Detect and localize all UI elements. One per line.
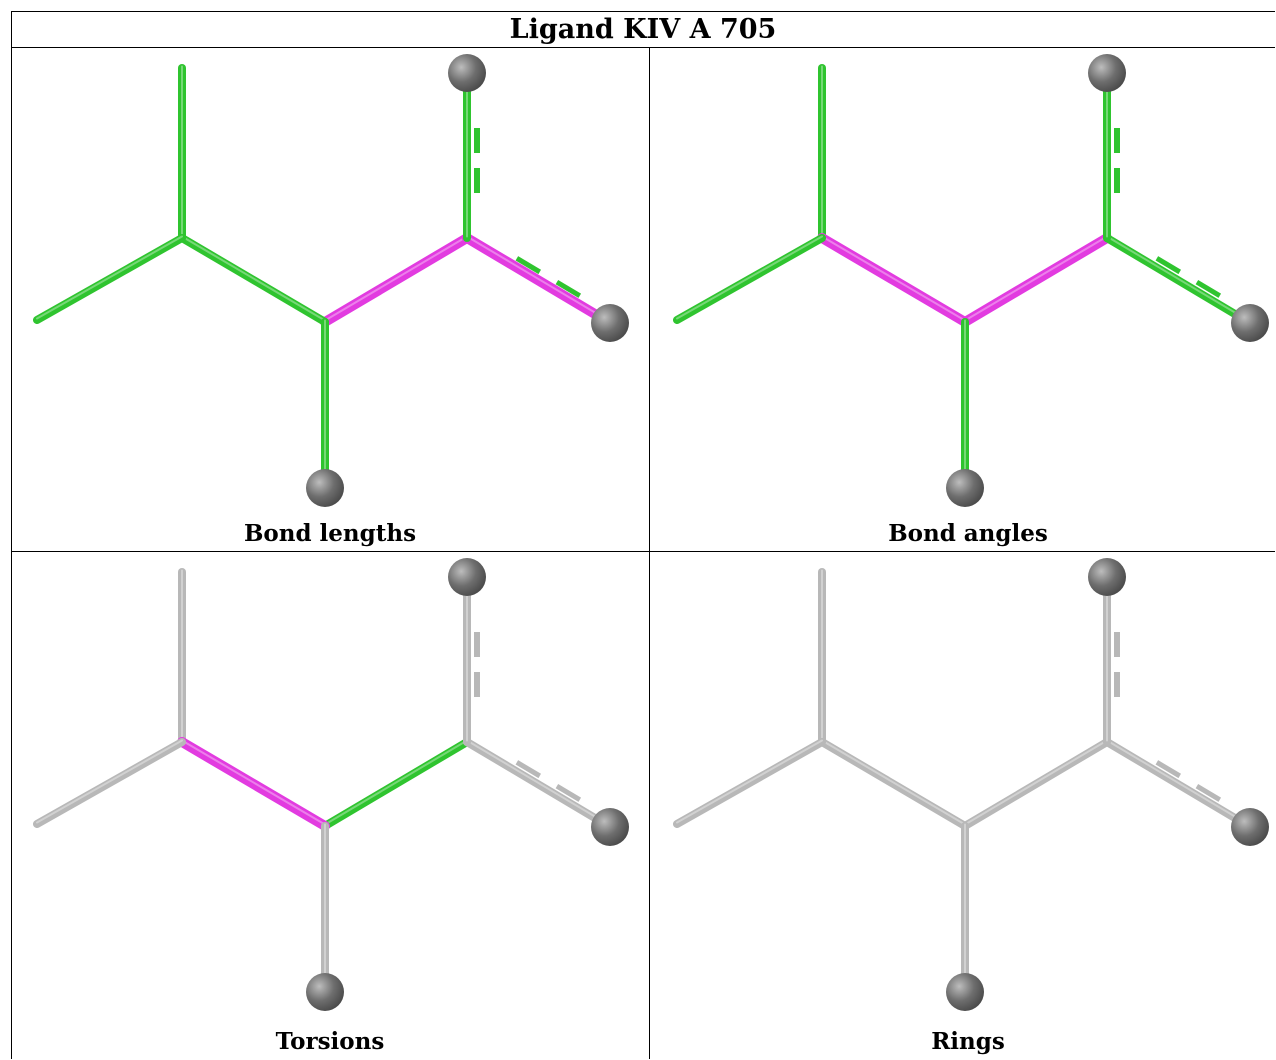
double-bond-dash-top-1 bbox=[474, 672, 480, 697]
bond-branch-alpha-shine bbox=[181, 739, 326, 826]
double-bond-dash-top-0 bbox=[1114, 632, 1120, 657]
double-bond-dash-right-1 bbox=[1195, 279, 1222, 298]
molecule-view bbox=[673, 558, 1269, 1011]
oxygen-atom bbox=[1088, 558, 1126, 596]
panel-bond-angles: Bond angles bbox=[650, 48, 1276, 556]
bond-carboxyl-oxygen-right-shine bbox=[1106, 739, 1251, 827]
molecule-view bbox=[673, 54, 1269, 507]
oxygen-atom bbox=[306, 973, 344, 1011]
bond-carboxyl-oxygen-right-shine bbox=[466, 739, 611, 827]
bond-carboxyl-oxygen-right bbox=[1103, 738, 1254, 831]
bond-carboxyl-oxygen-right-shine bbox=[466, 235, 611, 323]
bond-carboxyl-oxygen-right bbox=[1103, 234, 1254, 327]
double-bond-dash-top-0 bbox=[1114, 128, 1120, 153]
bond-alpha-carboxyl bbox=[320, 233, 472, 327]
double-bond-dash-top-1 bbox=[474, 168, 480, 193]
double-bond-dash-right-1 bbox=[1195, 783, 1222, 802]
frame-center bbox=[649, 47, 650, 1059]
panel-rings: Rings bbox=[650, 552, 1276, 1060]
oxygen-atom bbox=[306, 469, 344, 507]
double-bond-dash-top-1 bbox=[1114, 672, 1120, 697]
bond-branch-alpha-shine bbox=[181, 235, 326, 322]
bond-branch-methyl-left-shine bbox=[676, 235, 823, 320]
bond-alpha-carboxyl-shine bbox=[964, 739, 1108, 826]
bond-branch-methyl-left bbox=[33, 234, 186, 324]
double-bond-dash-right-0 bbox=[515, 760, 542, 779]
bond-branch-alpha bbox=[818, 738, 969, 830]
panel-caption: Bond lengths bbox=[243, 520, 417, 547]
panel-caption: Rings bbox=[931, 1028, 1005, 1055]
bond-branch-alpha bbox=[177, 737, 330, 831]
double-bond-dash-right-0 bbox=[1155, 760, 1182, 779]
oxygen-atom bbox=[1231, 304, 1269, 342]
double-bond-dash-right-1 bbox=[555, 783, 582, 802]
double-bond-dash-right-0 bbox=[515, 256, 542, 275]
bond-carboxyl-oxygen-right bbox=[463, 738, 614, 831]
double-bond-dash-right-0 bbox=[1155, 256, 1182, 275]
oxygen-atom bbox=[1231, 808, 1269, 846]
frame-top bbox=[11, 11, 1275, 12]
page-title: Ligand KIV A 705 bbox=[509, 13, 777, 45]
panel-caption: Bond angles bbox=[888, 520, 1048, 547]
bond-branch-methyl-left-shine bbox=[36, 235, 183, 320]
bond-branch-alpha-shine bbox=[821, 739, 966, 826]
bond-branch-methyl-left bbox=[33, 738, 186, 828]
bond-alpha-carboxyl bbox=[961, 738, 1111, 830]
bond-branch-methyl-left-shine bbox=[36, 739, 183, 824]
double-bond-dash-top-0 bbox=[474, 632, 480, 657]
bond-branch-methyl-left bbox=[673, 738, 826, 828]
bond-branch-methyl-left bbox=[673, 234, 826, 324]
bond-branch-alpha bbox=[178, 234, 329, 326]
bond-alpha-carboxyl-shine bbox=[324, 235, 468, 322]
bond-alpha-carboxyl bbox=[321, 738, 471, 830]
bond-alpha-carboxyl-shine bbox=[324, 739, 468, 826]
panel-torsions: Torsions bbox=[12, 552, 648, 1060]
bond-carboxyl-oxygen-right bbox=[462, 233, 615, 328]
oxygen-atom bbox=[946, 973, 984, 1011]
oxygen-atom bbox=[1088, 54, 1126, 92]
panel-caption: Torsions bbox=[275, 1028, 385, 1055]
oxygen-atom bbox=[591, 304, 629, 342]
oxygen-atom bbox=[448, 558, 486, 596]
frame-middle bbox=[11, 551, 1275, 552]
frame-title-bottom bbox=[11, 47, 1275, 48]
panel-bond-lengths: Bond lengths bbox=[12, 48, 648, 556]
double-bond-dash-top-1 bbox=[1114, 168, 1120, 193]
double-bond-dash-top-0 bbox=[474, 128, 480, 153]
bond-alpha-carboxyl-shine bbox=[964, 235, 1108, 322]
frame-left bbox=[11, 11, 12, 1059]
bond-alpha-carboxyl bbox=[960, 233, 1112, 327]
bond-branch-alpha-shine bbox=[821, 235, 966, 322]
oxygen-atom bbox=[591, 808, 629, 846]
bond-carboxyl-oxygen-right-shine bbox=[1106, 235, 1251, 323]
bond-branch-methyl-left-shine bbox=[676, 739, 823, 824]
molecule-view bbox=[33, 558, 629, 1011]
bond-branch-alpha bbox=[817, 233, 970, 327]
oxygen-atom bbox=[448, 54, 486, 92]
oxygen-atom bbox=[946, 469, 984, 507]
molecule-view bbox=[33, 54, 629, 507]
double-bond-dash-right-1 bbox=[555, 279, 582, 298]
